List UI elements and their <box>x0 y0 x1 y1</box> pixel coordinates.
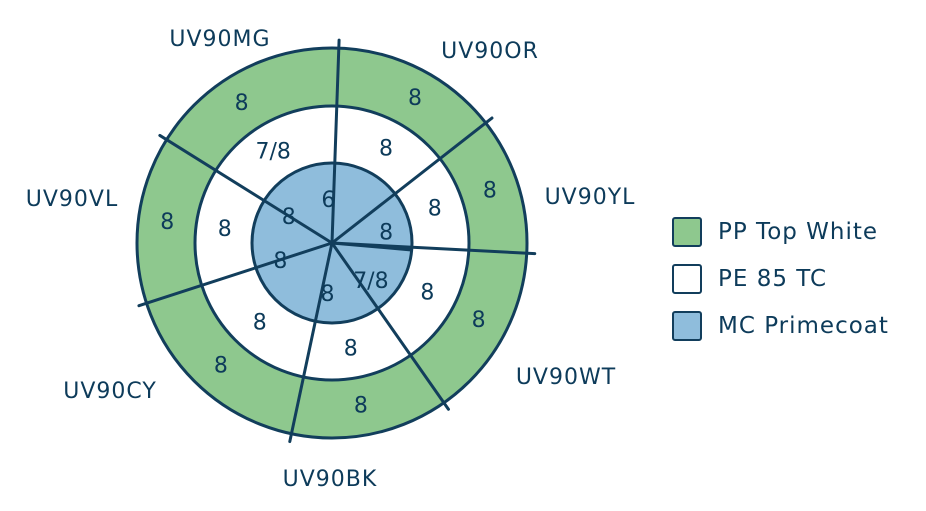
middle-value: 8 <box>428 197 442 222</box>
legend-label: PP Top White <box>718 218 879 245</box>
inner-value: 8 <box>282 205 296 230</box>
segment-label: UV90CY <box>63 379 157 404</box>
legend-label: MC Primecoat <box>718 312 889 339</box>
outer-value: 8 <box>354 393 368 418</box>
segment-label: UV90BK <box>283 467 378 492</box>
segment-label: UV90MG <box>169 27 270 52</box>
segment-label: UV90VL <box>26 187 118 212</box>
segment-label: UV90OR <box>441 39 539 64</box>
middle-value: 8 <box>218 217 232 242</box>
legend-swatch-white <box>672 263 702 294</box>
inner-value: 8 <box>379 220 393 245</box>
segment-divider <box>330 38 341 245</box>
outer-value: 8 <box>235 91 249 116</box>
legend-label: PE 85 TC <box>718 265 828 292</box>
segment-divider <box>330 241 450 411</box>
outer-value: 8 <box>214 353 228 378</box>
legend-item-mc-primecoat: MC Primecoat <box>672 302 889 349</box>
middle-value: 8 <box>344 336 358 361</box>
outer-value: 8 <box>483 179 497 204</box>
segment-divider <box>330 116 494 245</box>
middle-value: 8 <box>253 310 267 335</box>
inner-value: 7/8 <box>353 269 388 294</box>
inner-divider <box>331 241 412 252</box>
inner-value: 8 <box>320 282 334 307</box>
legend-item-pe-85-tc: PE 85 TC <box>672 255 889 302</box>
legend-swatch-blue <box>672 310 702 341</box>
legend-swatch-green <box>672 216 702 247</box>
segment-divider <box>137 241 334 308</box>
middle-value: 8 <box>379 136 393 161</box>
segment-label: UV90WT <box>516 365 616 390</box>
outer-value: 8 <box>408 86 422 111</box>
outer-value: 8 <box>160 210 174 235</box>
legend-item-pp-top-white: PP Top White <box>672 208 889 255</box>
middle-value: 8 <box>420 281 434 306</box>
middle-value: 7/8 <box>255 139 290 164</box>
inner-value: 8 <box>273 249 287 274</box>
legend: PP Top White PE 85 TC MC Primecoat <box>672 208 889 349</box>
inner-value: 6 <box>321 188 335 213</box>
segment-divider <box>158 133 334 245</box>
outer-value: 8 <box>472 308 486 333</box>
segment-divider <box>288 241 334 444</box>
segment-label: UV90YL <box>545 185 636 210</box>
